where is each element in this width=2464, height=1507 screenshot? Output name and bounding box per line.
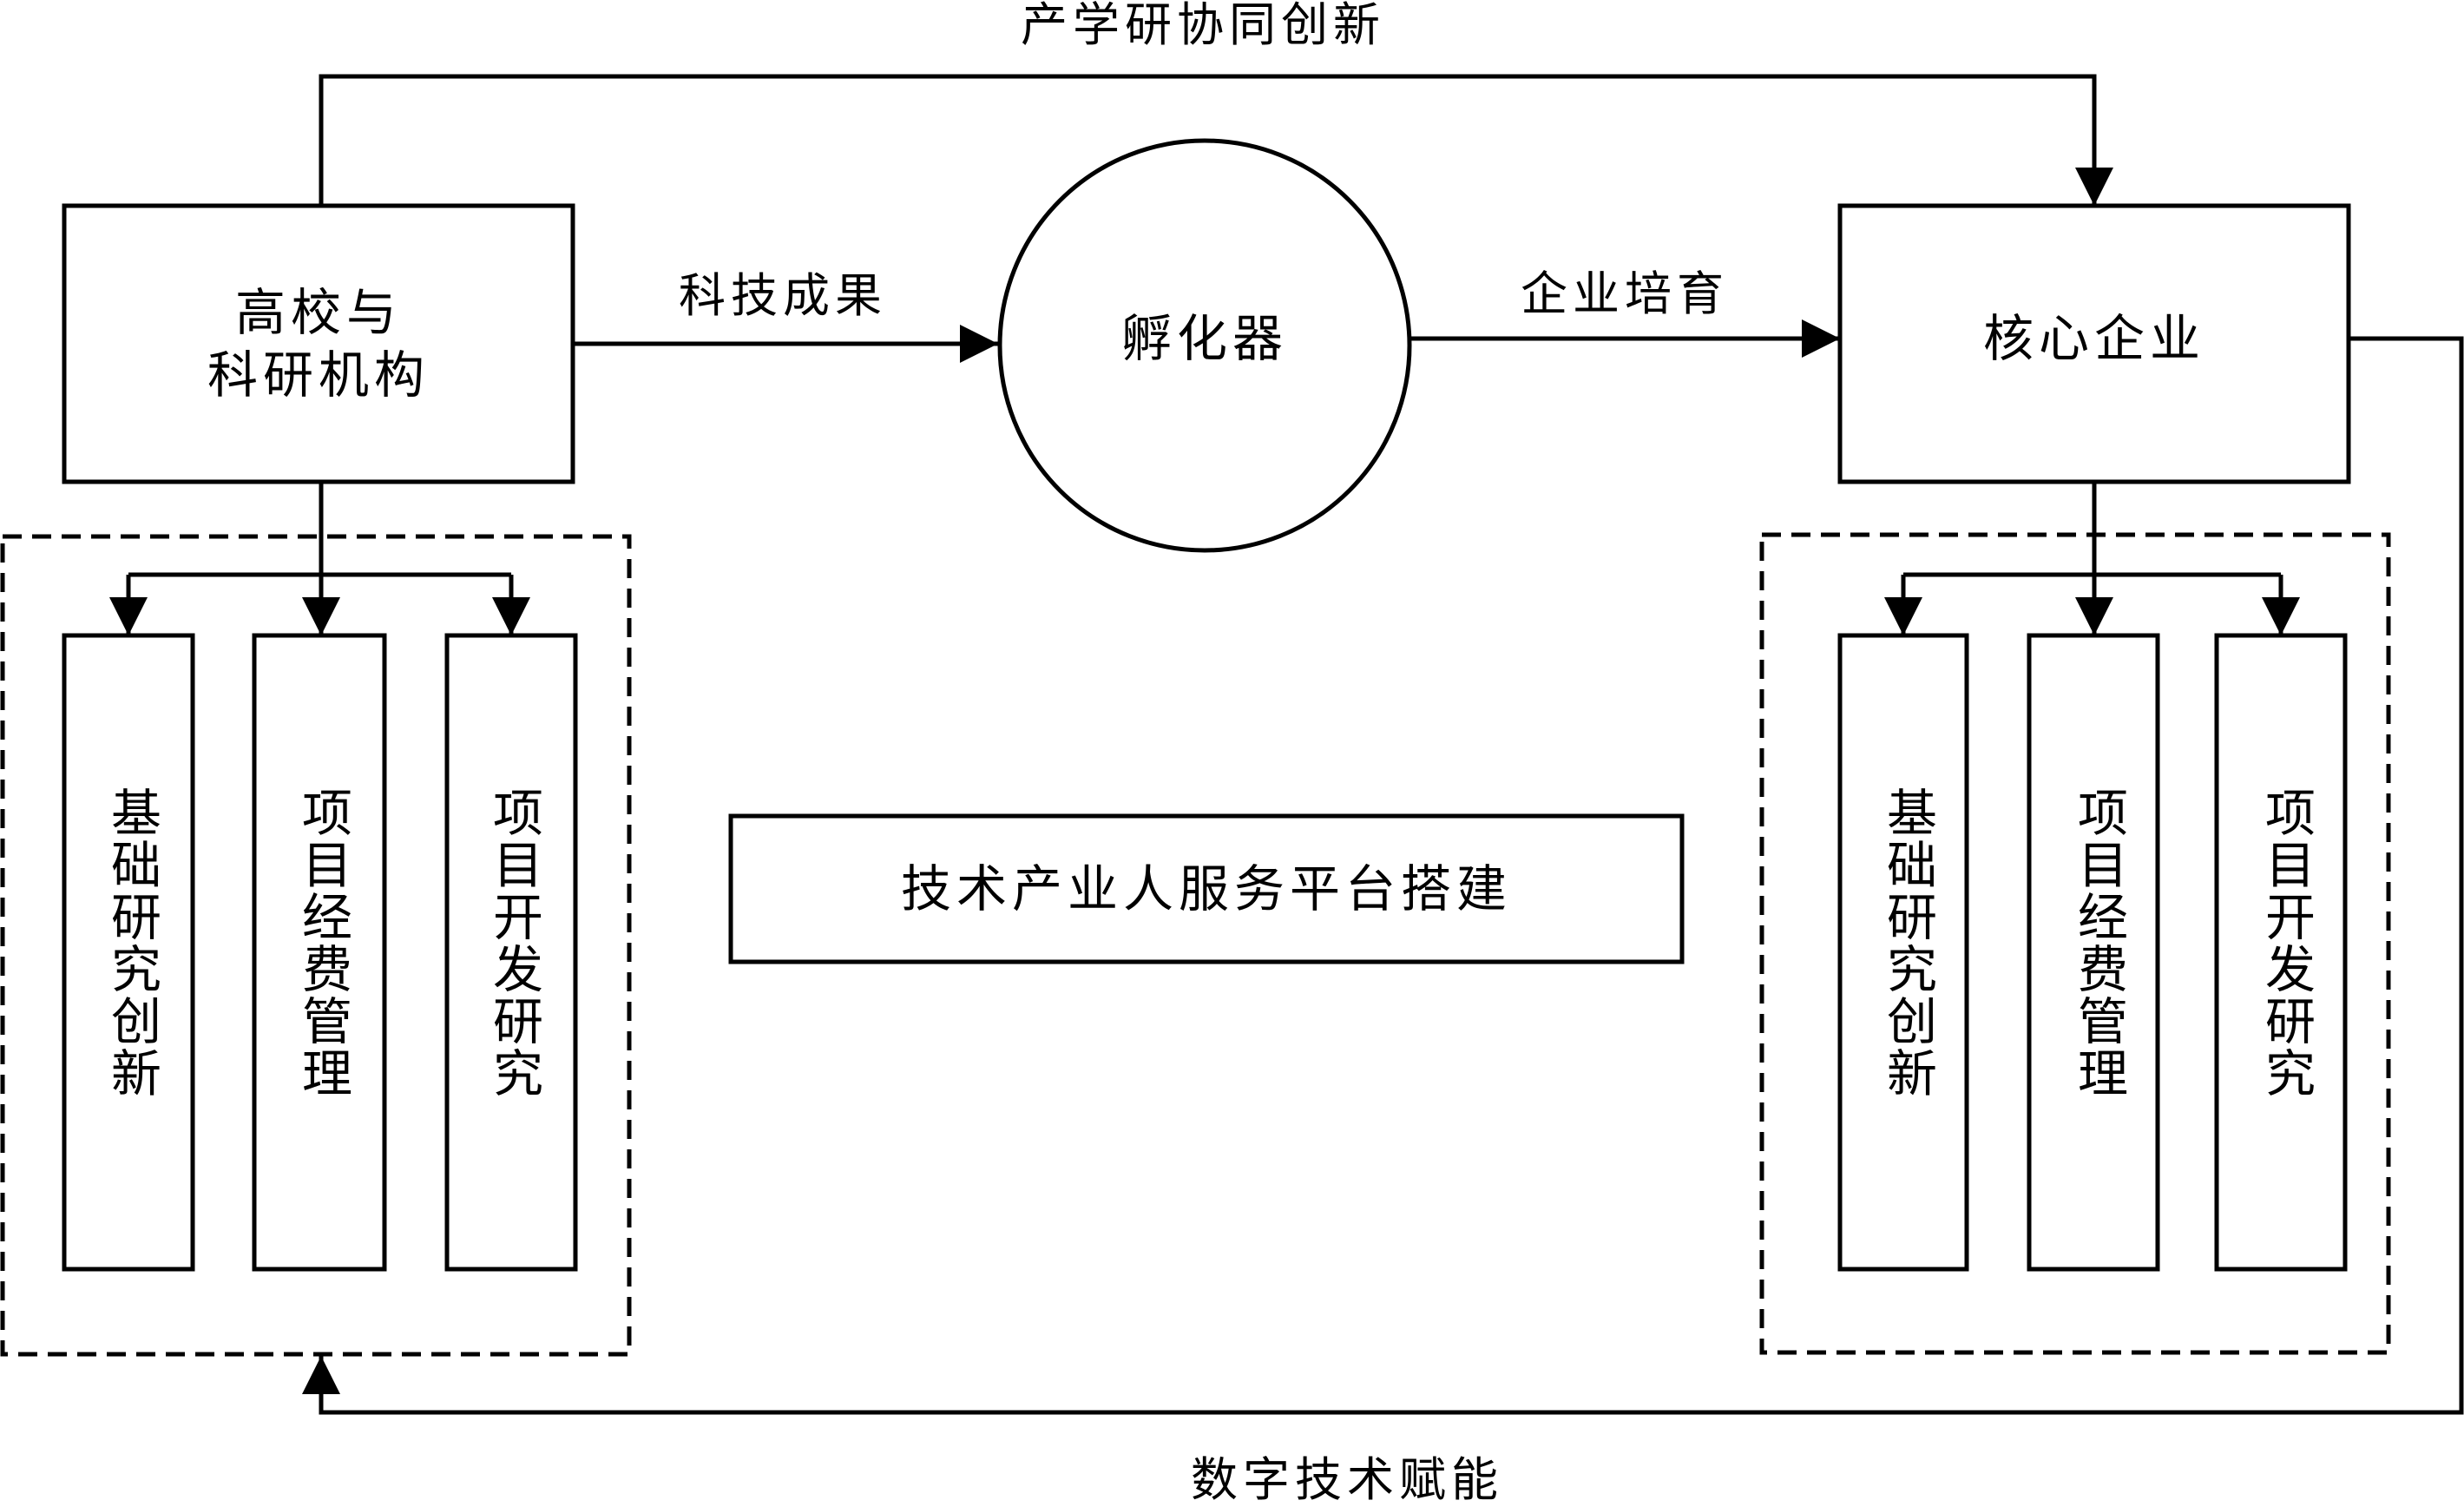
incubator-circle [997, 138, 1412, 553]
platform-label: 技术产业人服务平台搭建 [900, 859, 1512, 918]
left-sub-label-1: 基础研究创新 [102, 786, 161, 1099]
left-org-label: 高校与 科研机构 [64, 206, 573, 482]
right-sub-label-1: 基础研究创新 [1878, 786, 1937, 1099]
left-sub-label-3: 项目开发研究 [484, 786, 543, 1099]
incubator-label: 孵化器 [1120, 308, 1288, 368]
arrow-top-collaboration [319, 74, 2113, 206]
right-sub-label-2: 项目经费管理 [2069, 786, 2128, 1099]
right-sub-label-3: 项目开发研究 [2257, 786, 2316, 1099]
label-digital-empowerment: 数字技术赋能 [1191, 1452, 1503, 1507]
label-tech-results: 科技成果 [679, 268, 887, 323]
left-org-line2: 科研机构 [207, 345, 430, 405]
right-dashed-group [1759, 532, 2391, 1355]
left-dashed-group [0, 534, 632, 1357]
left-org-line1: 高校与 [234, 282, 402, 342]
core-enterprise-label: 核心企业 [1982, 308, 2205, 368]
label-collaborative-innovation: 产学研协同创新 [1021, 0, 1385, 52]
left-sub-label-2: 项目经费管理 [293, 786, 352, 1099]
arrow-bottom-digital [302, 336, 2464, 1415]
platform-box [728, 813, 1685, 964]
label-enterprise-cultivation: 企业培育 [1521, 267, 1729, 321]
